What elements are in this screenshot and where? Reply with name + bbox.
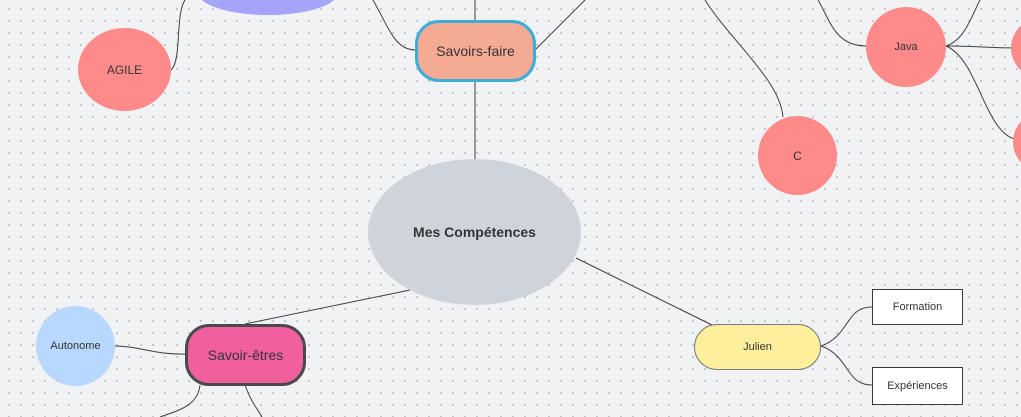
- connector-java-right2: [945, 45, 1021, 141]
- experiences-node[interactable]: Expériences: [872, 367, 963, 405]
- partial-red-node-top[interactable]: [1011, 18, 1021, 78]
- savoirs-faire-node[interactable]: Savoirs-faire: [415, 20, 536, 82]
- connector-c: [704, 0, 784, 118]
- connector-savoir-etres-down2: [244, 384, 263, 417]
- connector-java-right1: [945, 45, 1021, 49]
- connector-autonome: [113, 345, 187, 355]
- autonome-node[interactable]: Autonome: [36, 306, 115, 386]
- connector-center-savoir-etres: [244, 289, 411, 325]
- connector-savoirs-faire-right: [534, 0, 586, 51]
- connector-java-up: [817, 0, 867, 47]
- center-node[interactable]: Mes Compétences: [368, 159, 581, 305]
- java-node[interactable]: Java: [866, 7, 946, 87]
- center-label: Mes Compétences: [413, 224, 536, 240]
- java-label: Java: [894, 41, 918, 53]
- connector-savoir-etres-down1: [159, 384, 201, 417]
- savoirs-faire-label: Savoirs-faire: [436, 43, 515, 59]
- agile-label: AGILE: [106, 62, 143, 77]
- connector-savoirs-faire-purple: [372, 0, 417, 51]
- connector-julien-experiences: [820, 345, 873, 386]
- c-node[interactable]: C: [758, 116, 837, 195]
- partial-purple-node[interactable]: [198, 0, 338, 15]
- savoir-etres-node[interactable]: Savoir-êtres: [185, 324, 306, 386]
- agile-node[interactable]: AGILE: [78, 28, 171, 111]
- formation-label: Formation: [892, 301, 943, 313]
- c-label: C: [793, 148, 802, 163]
- connector-java-upright: [945, 0, 981, 47]
- julien-label: Julien: [743, 341, 772, 353]
- julien-node[interactable]: Julien: [694, 324, 821, 370]
- savoir-etres-label: Savoir-êtres: [207, 347, 284, 363]
- connector-center-julien: [575, 257, 715, 327]
- connector-agile: [170, 0, 186, 71]
- formation-node[interactable]: Formation: [872, 289, 963, 325]
- experiences-label: Expériences: [887, 380, 948, 392]
- connector-julien-formation: [820, 306, 873, 347]
- autonome-label: Autonome: [50, 340, 101, 352]
- partial-red-node-bottom[interactable]: [1013, 112, 1021, 172]
